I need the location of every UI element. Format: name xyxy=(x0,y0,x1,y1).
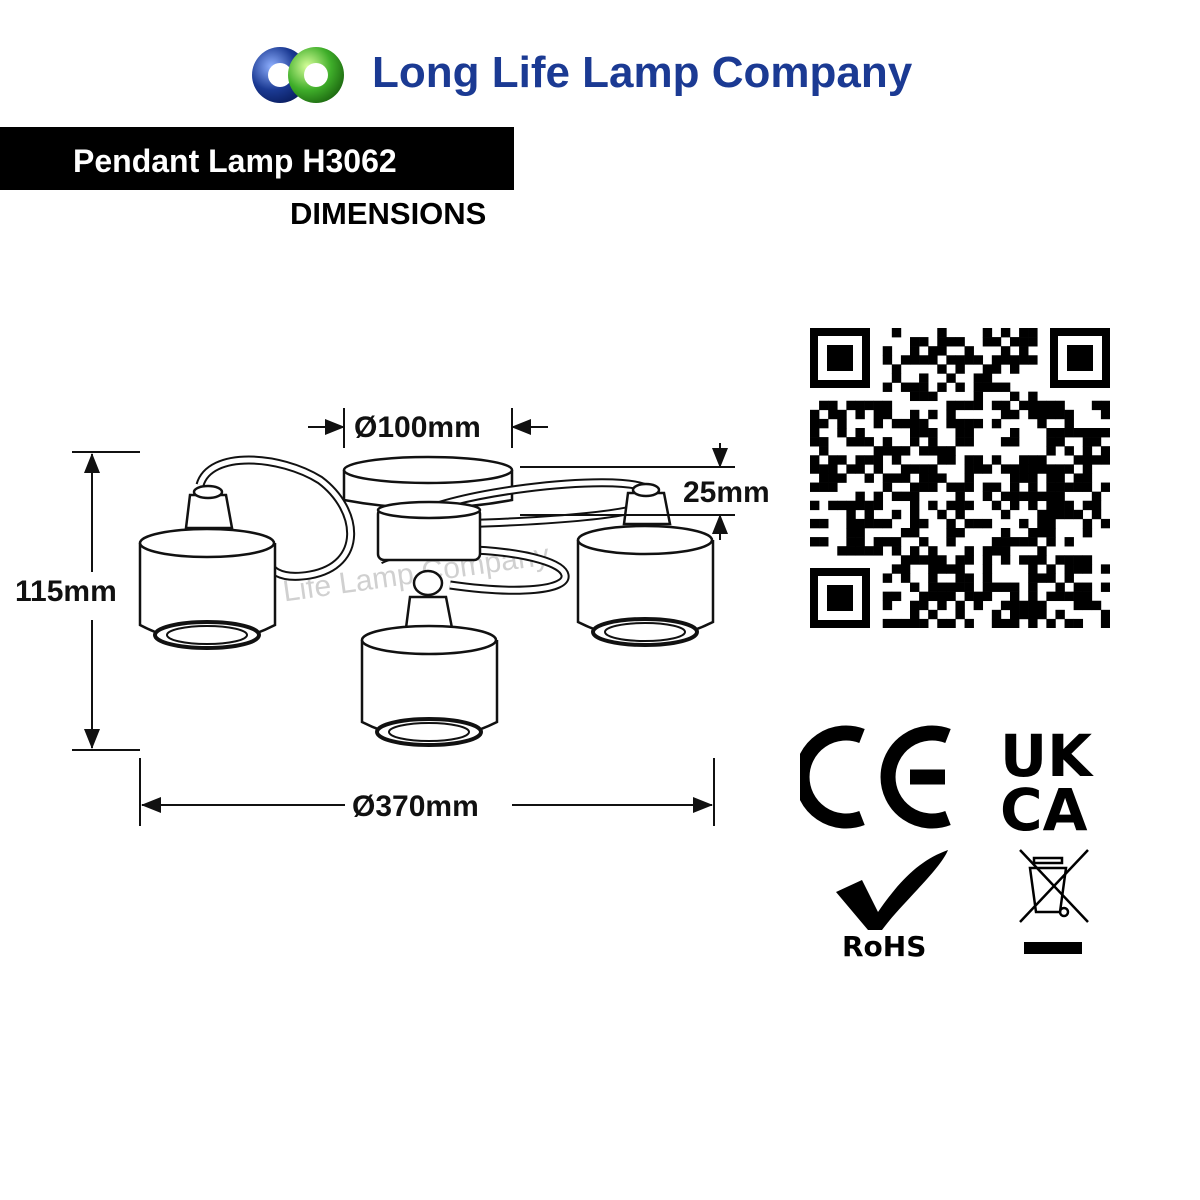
crossed-out-bin-icon xyxy=(1019,849,1089,954)
total-height-dimension xyxy=(72,451,140,751)
certification-marks: UK CA RoHS xyxy=(800,722,1094,963)
base-height-label: 25mm xyxy=(683,476,770,509)
total-diameter-dimension xyxy=(139,758,715,826)
base-height-dimension xyxy=(520,443,735,540)
ukca-top: UK xyxy=(1000,722,1094,790)
title-bar xyxy=(0,127,514,190)
total-diameter-label: Ø370mm xyxy=(352,790,479,823)
base-diameter-label: Ø100mm xyxy=(354,411,481,444)
ukca-bottom: CA xyxy=(1000,776,1088,844)
qr-code-icon xyxy=(810,328,1110,628)
rohs-mark-icon: RoHS xyxy=(836,850,948,963)
brand-header xyxy=(0,40,1200,110)
brand-name: Long Life Lamp Company xyxy=(372,48,913,97)
product-title: Pendant Lamp H3062 xyxy=(73,143,397,179)
base-diameter-dimension xyxy=(308,408,548,448)
total-height-label: 115mm xyxy=(15,575,117,608)
ukca-mark-icon: UK CA xyxy=(1000,722,1094,844)
brand-logo-icon xyxy=(252,47,344,103)
section-title: DIMENSIONS xyxy=(290,196,487,231)
lamp-outline xyxy=(138,455,715,747)
ce-mark-icon xyxy=(800,725,951,829)
rohs-label: RoHS xyxy=(842,930,926,963)
